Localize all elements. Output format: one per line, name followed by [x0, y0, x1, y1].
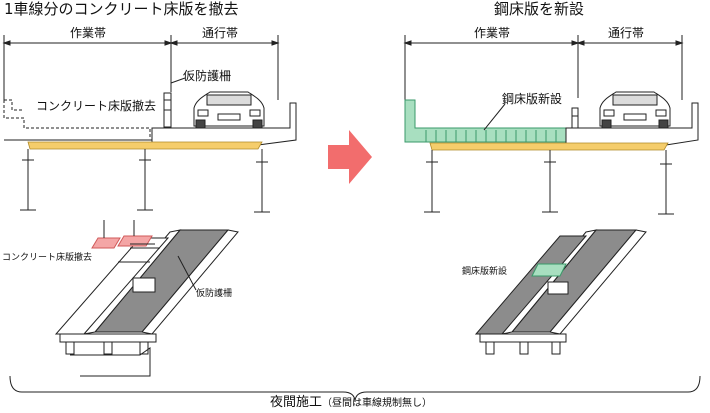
left-work-zone-label: 作業帯 — [70, 26, 107, 40]
left-dim-arrow — [2, 40, 11, 46]
left-iso-girder — [103, 341, 113, 355]
left-isometric-view — [54, 220, 239, 377]
right-bearing-layer — [429, 142, 669, 151]
right-guard-fence — [571, 107, 579, 129]
left-panel-title: 1車線分のコンクリート床版を撤去 — [4, 0, 239, 18]
right-traffic-lane-label: 通行帯 — [608, 26, 645, 40]
caption-note: （昼間は車線規制無し） — [322, 398, 433, 409]
right-dim-arrow — [403, 40, 412, 46]
removed-slab-piece — [91, 237, 121, 249]
right-iso-deck-edge — [479, 333, 567, 343]
left-dim-arrow — [169, 40, 178, 46]
left-dim-arrow — [271, 40, 280, 46]
right-dim-arrow — [571, 40, 580, 46]
process-arrow — [328, 130, 372, 184]
right-dim-arrow — [675, 40, 684, 46]
bottom-caption: 夜間施工（昼間は車線規制無し） — [270, 396, 432, 409]
right-new-deck-leader — [483, 103, 506, 131]
left-car — [193, 91, 265, 129]
left-bearing-layer — [27, 141, 263, 150]
right-panel-title: 鋼床版を新設 — [494, 0, 585, 18]
right-iso-girder — [551, 341, 561, 355]
right-car — [599, 91, 671, 129]
caption-main: 夜間施工 — [270, 395, 323, 410]
right-iso-car — [547, 281, 569, 295]
right-iso-girder — [485, 341, 495, 355]
right-dim-arrow — [576, 40, 585, 46]
right-iso-girder — [519, 341, 529, 355]
new-deck-label: 鋼床版新設 — [502, 92, 563, 106]
left-cross-section — [2, 35, 297, 213]
demolition-label: コンクリート床版撤去 — [36, 99, 157, 113]
guard-fence-label: 仮防護柵 — [183, 69, 232, 83]
iso-guard-fence-label: 仮防護柵 — [196, 289, 233, 299]
left-iso-guard-leader — [177, 255, 197, 291]
left-iso-girder — [65, 341, 75, 355]
right-work-zone-label: 作業帯 — [474, 26, 511, 40]
removed-slab-outline — [3, 100, 151, 138]
left-iso-girder — [139, 341, 149, 355]
right-isometric-view — [474, 229, 647, 355]
left-iso-deck-edge — [59, 333, 157, 343]
left-dim-arrow — [164, 40, 173, 46]
left-guard-fence-leader — [170, 77, 186, 84]
iso-demolition-label: コンクリート床版撤去 — [2, 253, 93, 263]
left-iso-car — [132, 277, 156, 293]
steel-deck-ribs — [425, 130, 557, 142]
new-steel-deck-piece — [531, 263, 567, 277]
right-cross-section — [403, 35, 699, 215]
left-traffic-lane-label: 通行帯 — [202, 26, 239, 40]
iso-new-deck-label: 鋼床版新設 — [462, 267, 508, 277]
bottom-brace — [9, 375, 701, 403]
removed-barrier-outline — [4, 99, 24, 111]
left-iso-pier — [70, 347, 151, 377]
